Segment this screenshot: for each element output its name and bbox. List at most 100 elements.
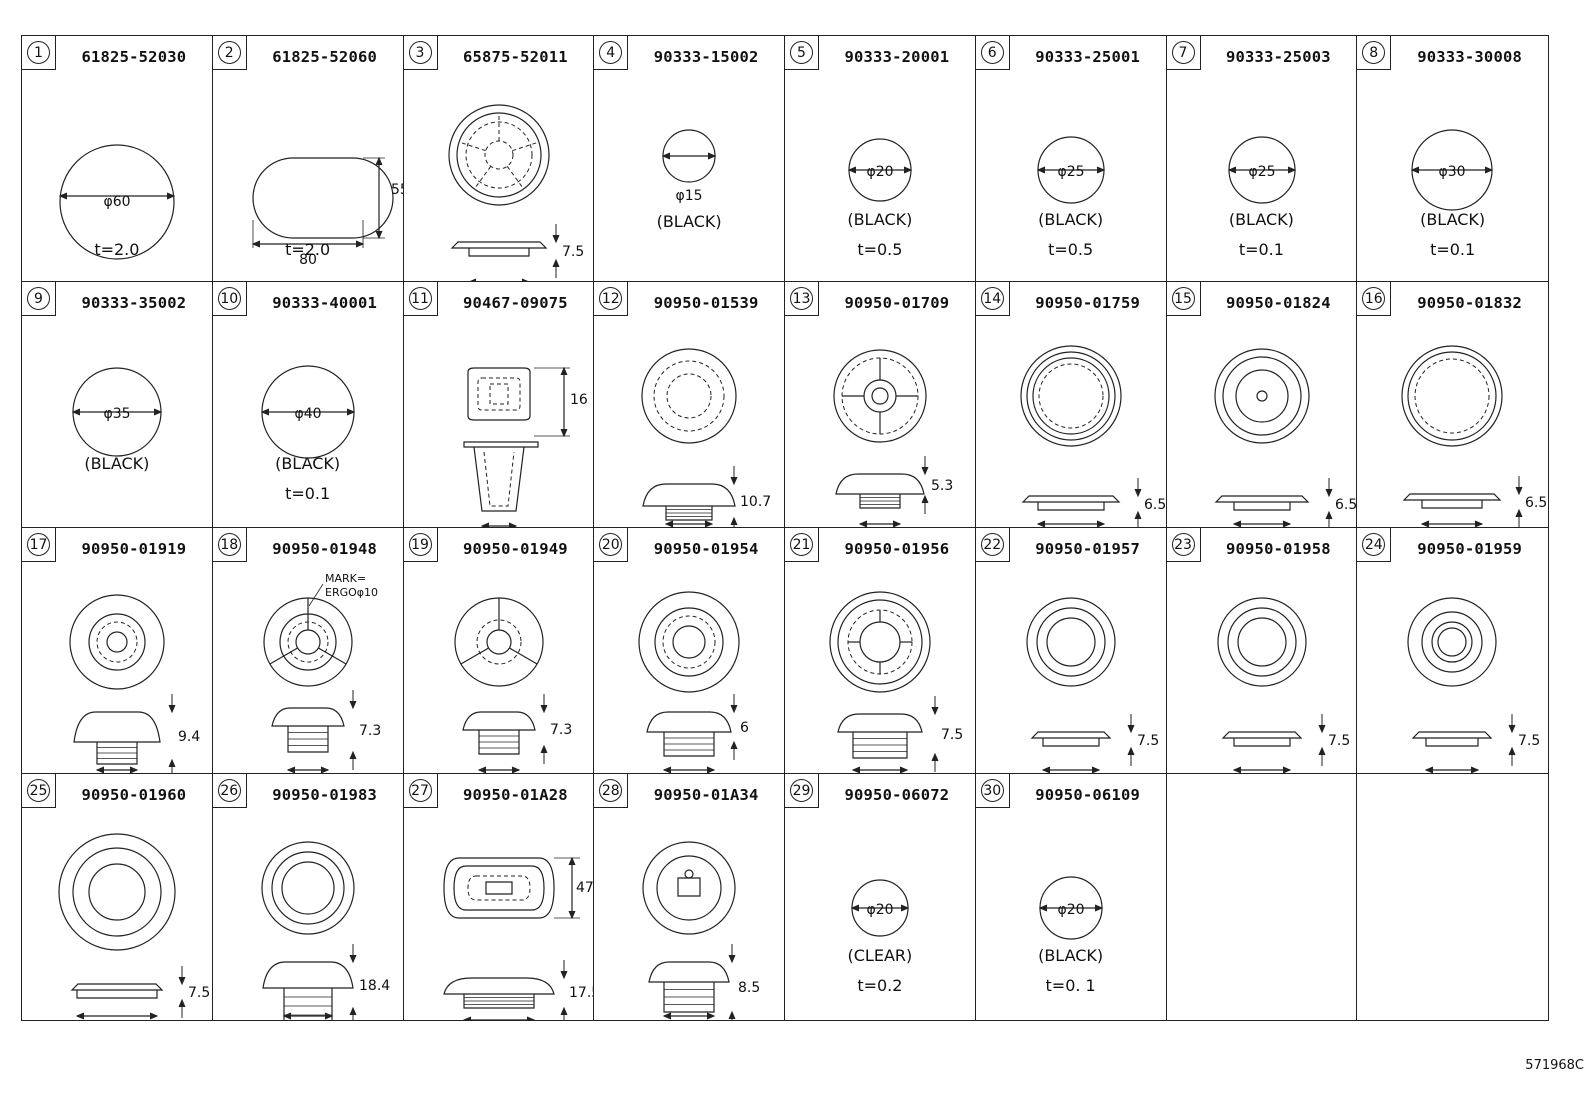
part-drawing: 7.5φ18.6	[785, 562, 975, 773]
part-drawing: 5.3φ10	[785, 316, 975, 527]
part-drawing-svg: φ20	[847, 138, 913, 202]
height-label: 6.5	[1144, 497, 1166, 513]
part-number: 65875-52011	[462, 48, 568, 66]
part-number: 61825-52060	[272, 48, 378, 66]
color-note: (CLEAR)	[847, 946, 913, 965]
part-drawing: φ25	[1167, 70, 1357, 281]
part-cell: 3 65875-52011 7.5φ37.8	[403, 36, 595, 282]
color-note: (BLACK)	[656, 212, 722, 231]
part-drawing-svg: φ20	[1038, 876, 1104, 940]
ref-number-box: 21	[785, 528, 819, 562]
ref-number-box: 8	[1357, 36, 1392, 70]
part-drawing: φ30	[1357, 70, 1547, 281]
part-number: 90950-01539	[653, 294, 759, 312]
part-drawing: 7.3φ10.4	[404, 562, 594, 773]
part-drawing-svg: 5.3φ10	[833, 349, 953, 527]
ref-number: 7	[1171, 41, 1195, 64]
diameter-label: φ20	[1057, 902, 1084, 918]
ref-number: 17	[27, 533, 50, 556]
diameter-label: φ7.9	[674, 1019, 706, 1020]
ref-number: 3	[408, 41, 432, 64]
part-number: 90950-01954	[653, 540, 759, 558]
diameter-label: φ24.5	[288, 1019, 328, 1020]
part-drawing-svg: 9.4φ12	[69, 594, 200, 773]
thickness-note: t=0. 1	[1045, 976, 1096, 995]
part-number: 90333-25001	[1035, 48, 1141, 66]
diameter-label: φ46.5	[97, 1019, 137, 1020]
ref-number-box: 27	[403, 774, 438, 808]
part-drawing: 7.5φ31.5	[1167, 562, 1357, 773]
empty-cell	[1167, 774, 1358, 1020]
part-drawing-svg: 7.5φ37.8	[447, 104, 584, 281]
thickness-note: t=0.5	[1048, 240, 1094, 259]
height-label: 6.5	[1335, 497, 1357, 513]
ref-number-box: 6	[975, 36, 1010, 70]
part-drawing: 6.5φ13.9	[1167, 316, 1357, 527]
ref-number: 9	[27, 287, 50, 310]
ref-number: 26	[217, 779, 241, 802]
part-number: 90333-35002	[81, 294, 187, 312]
ref-number: 1	[27, 41, 50, 64]
part-drawing: 7.5φ46.5	[22, 808, 212, 1020]
part-drawing-svg: 7.5φ31.5	[1216, 597, 1350, 773]
part-drawing-svg: 7.5φ26.5	[1407, 597, 1541, 773]
height-label: 55	[391, 182, 404, 198]
ref-number: 23	[1171, 533, 1195, 556]
ref-number-box: 19	[403, 528, 438, 562]
part-drawing-svg: φ30	[1410, 129, 1494, 211]
part-number: 90467-09075	[462, 294, 568, 312]
ref-number: 25	[27, 779, 50, 802]
part-number: 90950-01A34	[653, 786, 759, 804]
part-number: 90950-01957	[1035, 540, 1141, 558]
ref-number-box: 15	[1166, 282, 1201, 316]
ref-number: 15	[1171, 287, 1195, 310]
ref-number: 8	[1362, 41, 1386, 64]
part-number: 90950-01960	[81, 786, 187, 804]
ref-number: 30	[980, 779, 1004, 802]
part-drawing-svg: 7.5φ36.5	[1026, 597, 1159, 773]
part-number: 61825-52030	[81, 48, 187, 66]
ref-number: 12	[599, 287, 623, 310]
part-drawing: φ15	[594, 70, 784, 281]
part-drawing-svg: φ15	[661, 129, 717, 204]
part-drawing-svg: φ40	[260, 365, 356, 459]
part-drawing-svg: 167.8	[462, 366, 587, 527]
thickness-note: t=0.5	[857, 240, 903, 259]
part-cell: 12 90950-01539 10.7φ17	[594, 282, 785, 528]
diameter-label: φ35	[103, 406, 130, 422]
ref-number: 11	[408, 287, 432, 310]
ref-number: 21	[790, 533, 813, 556]
part-number: 90950-01956	[844, 540, 950, 558]
part-drawing-svg: 10.7φ17	[641, 348, 771, 527]
empty-cell	[1357, 774, 1548, 1020]
part-number: 90333-25003	[1225, 48, 1331, 66]
diameter-label: φ20	[866, 902, 893, 918]
ref-number-box: 3	[403, 36, 438, 70]
ref-number-box: 25	[22, 774, 56, 808]
part-drawing-svg: 7.3φ10.4	[453, 597, 572, 773]
part-drawing: 9.4φ12	[22, 562, 212, 773]
ref-number: 16	[1362, 287, 1386, 310]
height-label: 7.5	[941, 727, 963, 743]
ref-number-box: 5	[785, 36, 819, 70]
part-drawing-svg: 7.5φ46.5	[58, 833, 210, 1020]
part-drawing-svg: φ60	[58, 144, 176, 260]
part-drawing: φ20	[785, 70, 975, 281]
part-drawing-svg: φ25	[1036, 136, 1106, 204]
color-note: (BLACK)	[847, 210, 913, 229]
ref-number: 5	[790, 41, 813, 64]
ref-number: 19	[408, 533, 432, 556]
